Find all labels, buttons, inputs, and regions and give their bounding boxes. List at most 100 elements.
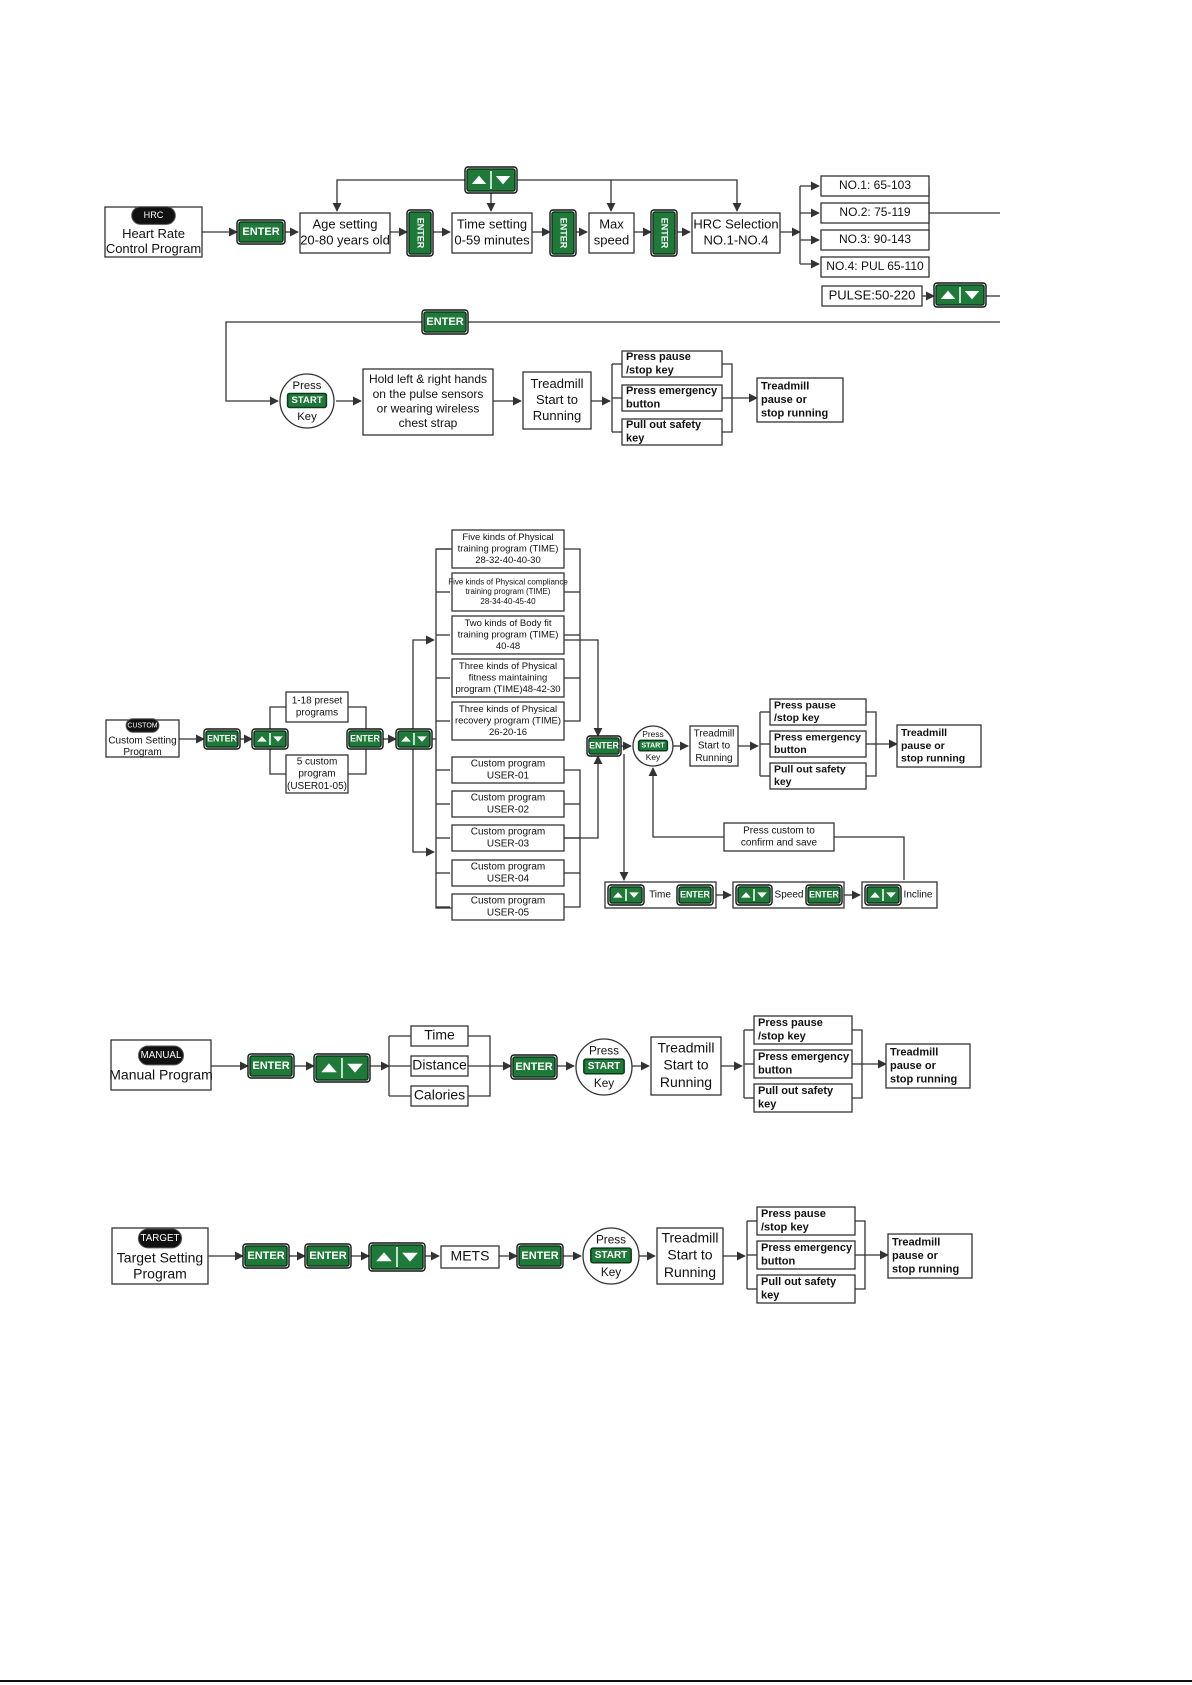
custom-programs-box-text: 5 custom	[297, 756, 338, 767]
stop-option-1-text: Press pause	[758, 1017, 823, 1029]
manual-enter-2: ENTER	[510, 1054, 558, 1080]
up-arrow-icon	[741, 892, 751, 898]
target-enter-3: ENTER	[516, 1243, 564, 1269]
pulse-arrow-key	[933, 282, 987, 308]
result-box-text: pause or	[901, 740, 945, 752]
stop-option-2-text: Press emergency	[761, 1242, 853, 1254]
stop-option-2-text: button	[774, 744, 807, 756]
enter-key-label: ENTER	[416, 218, 426, 249]
press-label: Press	[642, 729, 663, 739]
mets-box: METS	[440, 1245, 500, 1269]
preset-program-4-frame	[451, 658, 565, 698]
preset-program-3-text: Two kinds of Body fit	[464, 618, 551, 629]
manual-enter-1: ENTER	[247, 1053, 295, 1079]
press-label: Press	[293, 380, 322, 392]
hrc-running-box-text: Start to	[536, 392, 578, 407]
connector	[269, 739, 286, 775]
custom-enter-3: ENTER	[586, 735, 622, 757]
result-box-text: pause or	[890, 1060, 937, 1072]
result-box-text: stop running	[761, 407, 828, 419]
enter-key-face	[512, 1056, 556, 1078]
preset-program-2-text: training program (TIME)	[466, 587, 551, 596]
program-badge	[137, 1228, 183, 1249]
connector	[517, 179, 742, 212]
stop-option-1-text: /stop key	[761, 1222, 810, 1234]
mode-distance: Distance	[410, 1055, 469, 1077]
result-box-text: Treadmill	[892, 1236, 940, 1248]
mode-time-frame	[410, 1025, 469, 1047]
mode-time: Time	[410, 1025, 469, 1047]
program-name: Program	[133, 1266, 187, 1282]
stop-option-2-text: button	[761, 1256, 795, 1268]
stop-option-2-text: button	[626, 399, 660, 411]
stop-option-1-text: Press pause	[761, 1208, 826, 1220]
stop-option-3-text: key	[774, 776, 792, 788]
preset-program-2: Five kinds of Physical compliancetrainin…	[448, 572, 568, 612]
program-name: Custom Setting	[108, 736, 176, 747]
up-arrow-icon	[471, 175, 487, 184]
enter-key-face	[807, 886, 841, 904]
footer-rule	[0, 1680, 1192, 1682]
enter-key-face	[423, 311, 467, 333]
start-key-label: START	[588, 1061, 621, 1072]
custom-enter-1: ENTER	[203, 728, 241, 750]
target-enter-1: ENTER	[242, 1243, 290, 1269]
manual-arrow-key	[313, 1053, 371, 1083]
incline-arrow-key	[864, 884, 902, 906]
preset-program-1-text: Five kinds of Physical	[462, 532, 553, 543]
enter-key-face	[238, 221, 284, 243]
enter-key-face	[205, 730, 239, 748]
preset-program-1-frame	[451, 529, 565, 569]
target-enter-2: ENTER	[304, 1243, 352, 1269]
stop-option-3-text: Pull out safety	[758, 1085, 834, 1097]
result-box-frame	[885, 1043, 971, 1089]
max-speed-box-frame	[588, 212, 635, 254]
target-running-box-text: Start to	[667, 1247, 712, 1263]
manual-running-box-text: Treadmill	[657, 1040, 714, 1056]
program-badge-label: CUSTOM	[127, 722, 157, 729]
mode-calories-text: Calories	[414, 1087, 465, 1103]
hrc-enter-1: ENTER	[236, 219, 286, 245]
stop-option-3-frame	[756, 1274, 856, 1304]
age-setting-box-text: 20-80 years old	[300, 232, 390, 247]
stop-option-3-text: Pull out safety	[626, 419, 702, 431]
preset-program-2-frame	[451, 572, 565, 612]
pulse-sensor-box-text: Hold left & right hands	[369, 372, 487, 386]
down-arrow-icon	[886, 892, 896, 898]
confirm-save-box-text: confirm and save	[741, 838, 818, 849]
down-arrow-icon	[273, 736, 283, 742]
age-setting-box-frame	[299, 212, 391, 254]
hrc-running-box-frame	[522, 371, 592, 430]
pulse-sensor-box-text: on the pulse sensors	[373, 387, 484, 401]
preset-program-2-text: Five kinds of Physical compliance	[448, 577, 568, 586]
result-box-frame	[756, 377, 844, 423]
enter-key-face	[408, 211, 432, 255]
custom-programs-box-text: (USER01-05)	[287, 781, 347, 792]
preset-program-3-text: 40-48	[496, 641, 520, 652]
enter-key-label: ENTER	[680, 889, 710, 899]
connector	[332, 179, 465, 212]
program-badge-label: TARGET	[140, 1233, 179, 1244]
connector	[435, 739, 452, 909]
stop-option-2-frame	[769, 730, 867, 758]
program-name: Target Setting	[117, 1250, 203, 1266]
stop-option-1-frame	[621, 350, 723, 378]
key-label: Key	[297, 411, 317, 423]
program-name: Heart Rate	[122, 226, 185, 241]
stop-option-2-frame	[621, 384, 723, 412]
stop-option-1: Press pause/stop key	[756, 1206, 856, 1236]
confirm-save-box-text: Press custom to	[743, 826, 815, 837]
